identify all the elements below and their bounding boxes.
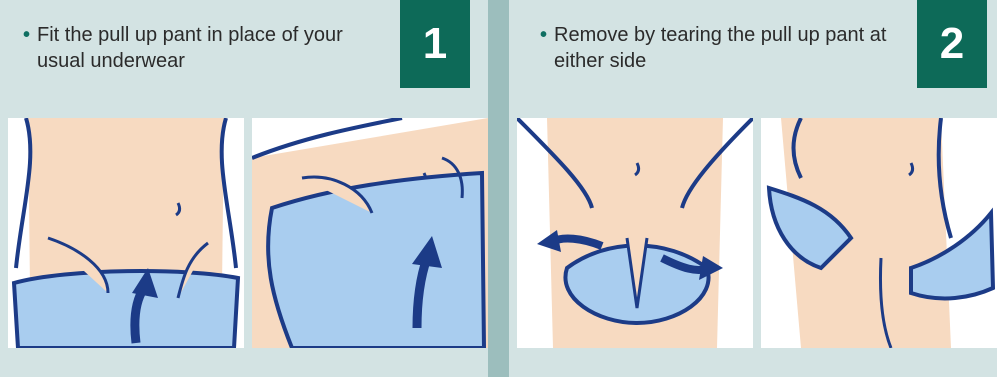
step-1-panel: • Fit the pull up pant in place of your … (0, 0, 488, 377)
step-1-badge: 1 (400, 0, 470, 88)
step-2-instruction: • Remove by tearing the pull up pant at … (554, 22, 889, 74)
step-2-instruction-text: Remove by tearing the pull up pant at ei… (554, 24, 886, 72)
illustration-fit-front (8, 118, 244, 348)
bullet-dot: • (540, 22, 547, 48)
step-1-instruction: • Fit the pull up pant in place of your … (37, 22, 372, 74)
illustration-remove-side (761, 118, 997, 348)
step-2-panel: • Remove by tearing the pull up pant at … (509, 0, 997, 377)
step-1-instruction-text: Fit the pull up pant in place of your us… (37, 24, 343, 72)
step-2-badge: 2 (917, 0, 987, 88)
step-2-footer (509, 348, 997, 377)
illustration-remove-front (517, 118, 753, 348)
step-1-footer (0, 348, 488, 377)
illustration-fit-side (252, 118, 488, 348)
step-1-header: • Fit the pull up pant in place of your … (0, 0, 488, 118)
bullet-dot: • (23, 22, 30, 48)
step-2-header: • Remove by tearing the pull up pant at … (509, 0, 997, 118)
